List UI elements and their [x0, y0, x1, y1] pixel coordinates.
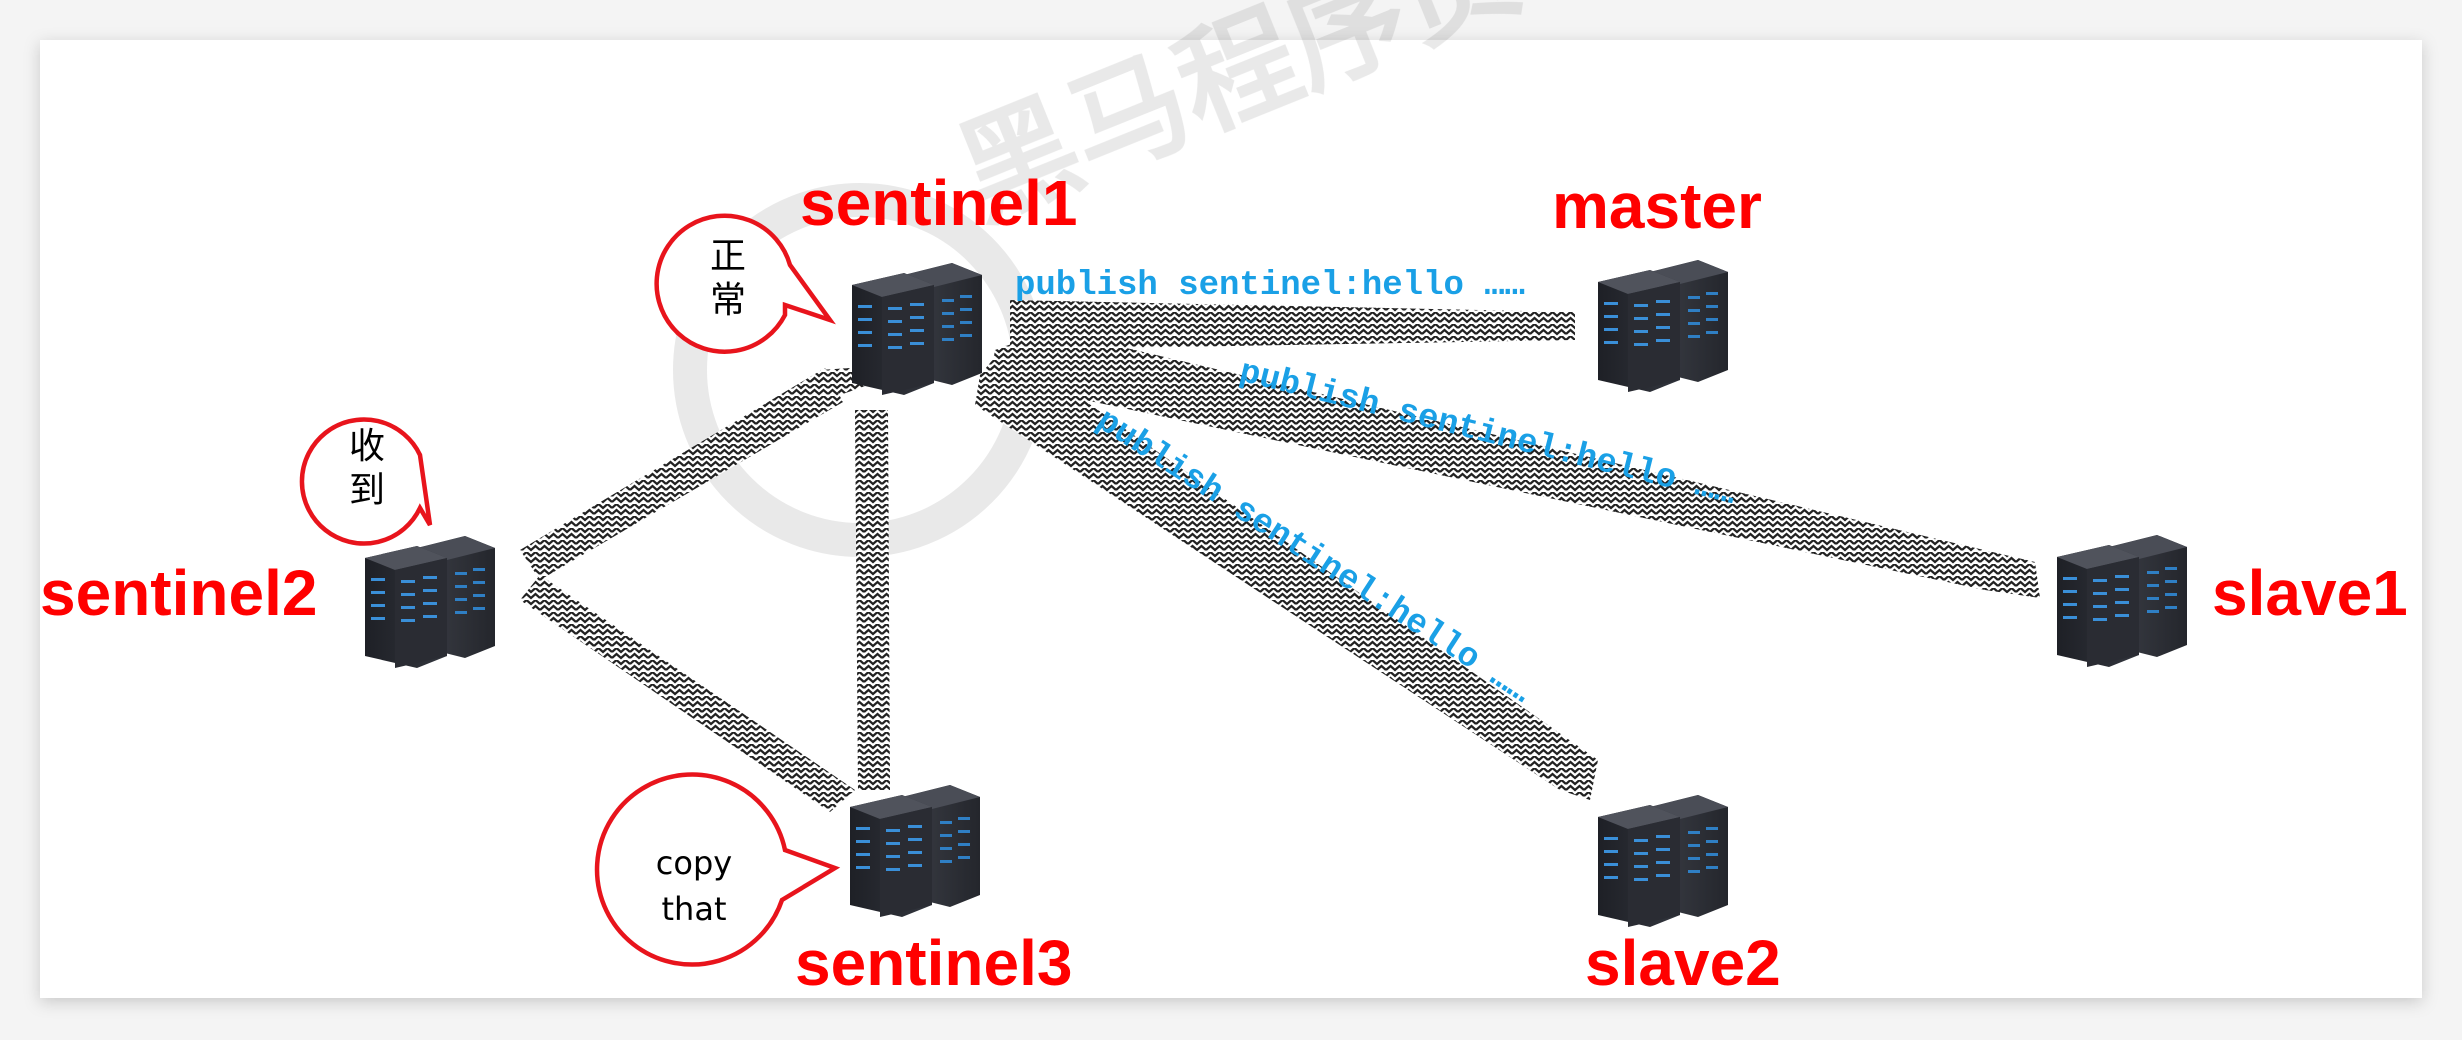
server-sentinel2 [365, 536, 495, 668]
server-slave1 [2057, 535, 2187, 667]
server-slave2 [1598, 795, 1728, 927]
label-master: master [1552, 170, 1762, 242]
link-sentinel1-sentinel3 [855, 410, 890, 790]
server-sentinel3 [850, 785, 980, 917]
link-sentinel1-slave1 [990, 330, 2040, 598]
server-master [1598, 260, 1728, 392]
link-sentinel1-sentinel2 [520, 368, 843, 580]
bubble-sentinel1: 正 常 [654, 213, 836, 354]
bubble-sentinel2: 收 到 [299, 417, 433, 546]
link-sentinel1-slave2 [975, 345, 1598, 800]
label-sentinel1: sentinel1 [800, 167, 1077, 239]
label-sentinel3: sentinel3 [795, 927, 1072, 999]
bubble-sentinel2-line1: 收 [349, 426, 385, 467]
label-slave2: slave2 [1585, 927, 1781, 999]
bubble-sentinel1-line1: 正 [710, 236, 746, 277]
bubble-sentinel3-line2: that [662, 890, 727, 928]
label-sentinel2: sentinel2 [40, 557, 317, 629]
bubble-sentinel2-line2: 到 [349, 470, 385, 511]
bubble-sentinel1-line2: 常 [710, 280, 746, 321]
server-sentinel1 [852, 263, 982, 395]
link-sentinel1-master [1010, 300, 1575, 350]
message-to-master: publish sentinel:hello …… [1015, 267, 1525, 305]
label-slave1: slave1 [2212, 557, 2408, 629]
connection-bands [520, 300, 2040, 812]
bubble-sentinel3: copy that [594, 772, 841, 967]
link-sentinel2-sentinel3 [520, 575, 855, 812]
bubble-sentinel3-line1: copy [656, 844, 732, 882]
